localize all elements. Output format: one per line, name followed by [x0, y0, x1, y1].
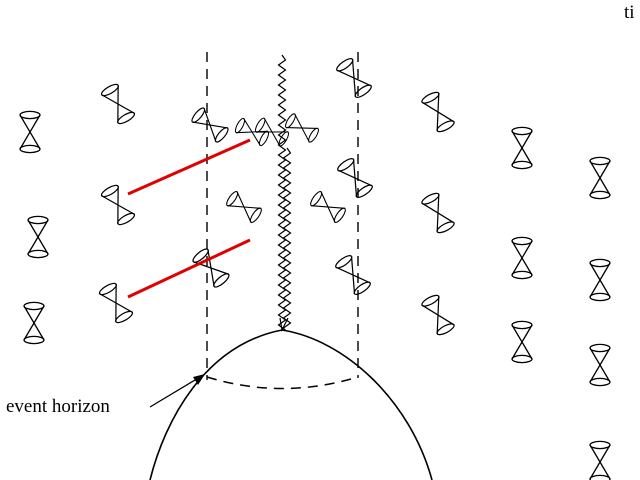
light-cone-icon	[589, 258, 611, 302]
event-horizon-arrow	[149, 376, 201, 408]
light-cone-icon	[419, 89, 457, 135]
light-cone-icon	[189, 105, 231, 145]
red-light-ray	[127, 138, 251, 196]
event-horizon-arrowhead	[193, 374, 205, 385]
light-cone-icon	[23, 301, 45, 345]
light-cone-icon	[334, 55, 374, 101]
light-cone-icon	[419, 190, 457, 236]
light-cone-icon	[97, 280, 135, 326]
red-light-ray	[127, 238, 251, 299]
light-cone-icon	[99, 182, 137, 228]
singularity-wavy-line	[282, 147, 292, 329]
light-cone-icon	[511, 320, 533, 364]
event-horizon-arc	[206, 376, 359, 390]
light-cone-icon	[335, 155, 375, 201]
light-cone-icon	[224, 189, 264, 225]
time-axis-label: ti	[624, 2, 635, 23]
light-cone-icon	[589, 343, 611, 387]
light-cone-icon	[99, 81, 137, 127]
light-cone-icon	[283, 111, 321, 145]
light-cone-icon	[419, 292, 457, 338]
star-surface-curve	[149, 329, 433, 480]
light-cone-icon	[308, 189, 348, 225]
singularity-wavy-lines	[277, 54, 292, 332]
light-cone-icon	[511, 126, 533, 170]
light-cones	[19, 55, 611, 480]
light-cone-icon	[333, 252, 373, 298]
light-cone-icon	[27, 215, 49, 259]
light-cone-icon	[589, 156, 611, 200]
event-horizon-label: event horizon	[6, 396, 110, 417]
light-cone-icon	[19, 110, 41, 154]
singularity-wavy-line	[277, 54, 287, 331]
light-cone-icon	[511, 236, 533, 280]
light-cone-icon	[589, 440, 611, 480]
singularity-merge	[279, 317, 289, 332]
